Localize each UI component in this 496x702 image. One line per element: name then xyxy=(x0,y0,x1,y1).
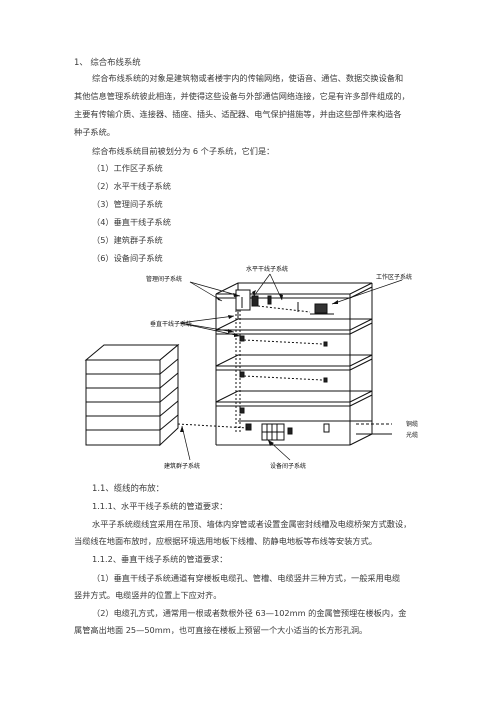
equipment-room xyxy=(245,423,330,441)
label-horizontal: 水平干线子系统 xyxy=(246,265,288,273)
list-item: （2）水平干线子系统 xyxy=(92,181,171,191)
label-management: 管理间子系统 xyxy=(146,275,182,283)
paragraph-line: 主要有传输介质、连接器、插座、插头、适配器、电气保护措施等，并由这些部件来构造各 xyxy=(74,109,402,119)
paragraph-line: 水平子系统缆线宜采用在吊顶、墙体内穿管或者设置金属密封线槽及电缆桥架方式敷设， xyxy=(92,519,412,529)
list-item: （1）工作区子系统 xyxy=(92,163,163,173)
paragraph-line: 当缆线在地面布放时，应根据环境选用地板下线槽、防静电地板等布线等安装方式。 xyxy=(74,536,377,546)
paragraph-line: （1）垂直干线子系统通道有穿楼板电缆孔、管槽、电缆竖井三种方式，一般采用电缆 xyxy=(92,573,401,583)
list-item: （4）垂直干线子系统 xyxy=(92,217,171,227)
paragraph-line: 属管高出地面 25—50mm，也可直接在楼板上预留一个大小适当的长方形孔洞。 xyxy=(74,625,368,635)
label-equipment: 设备间子系统 xyxy=(270,462,306,470)
paragraph-line: 竖井方式。电缆竖井的位置上下应对齐。 xyxy=(74,590,222,600)
label-campus: 建筑群子系统 xyxy=(164,462,200,470)
campus-cable xyxy=(177,423,249,429)
paragraph-line: 种子系统。 xyxy=(74,127,115,137)
subsection-heading: 1.1、缆线的布放： xyxy=(92,483,164,493)
section-heading: 1、 综合布线系统 xyxy=(74,57,141,67)
label-work-area: 工作区子系统 xyxy=(376,273,412,281)
list-item: （6）设备间子系统 xyxy=(92,253,163,263)
arrow-heads xyxy=(180,290,338,446)
paragraph-line: 其他信息管理系统彼此相连，并使得这些设备与外部通信网络连接，它是有许多部件组成的… xyxy=(74,91,410,101)
subsection-heading: 1.1.2、垂直干线子系统的管道要求： xyxy=(92,554,228,564)
management-rack xyxy=(235,289,272,311)
paragraph-line: （2）电缆孔方式，通常用一根或者数根外径 63—102mm 的金属管预埋在楼板内… xyxy=(92,608,407,618)
paragraph-line: 综合布线系统目前被划分为 6 个子系统，它们是： xyxy=(92,146,275,156)
work-area-desk xyxy=(297,302,334,315)
list-item: （3）管理间子系统 xyxy=(92,199,163,209)
paragraph-line: 综合布线系统的对象是建筑物或者楼宇内的传输网络，使语音、通信、数据交换设备和 xyxy=(92,73,404,83)
list-item: （5）建筑群子系统 xyxy=(92,235,163,245)
leader-lines xyxy=(179,273,403,461)
label-vertical: 垂直干线子系统 xyxy=(150,320,192,328)
subsection-heading: 1.1.1、水平干线子系统的管道要求： xyxy=(92,501,228,511)
horizontal-cables xyxy=(243,305,323,381)
label-copper: 铜缆 xyxy=(406,420,418,428)
riser-boxes xyxy=(239,335,328,414)
campus-building xyxy=(84,343,180,447)
label-fiber: 光缆 xyxy=(406,431,418,439)
